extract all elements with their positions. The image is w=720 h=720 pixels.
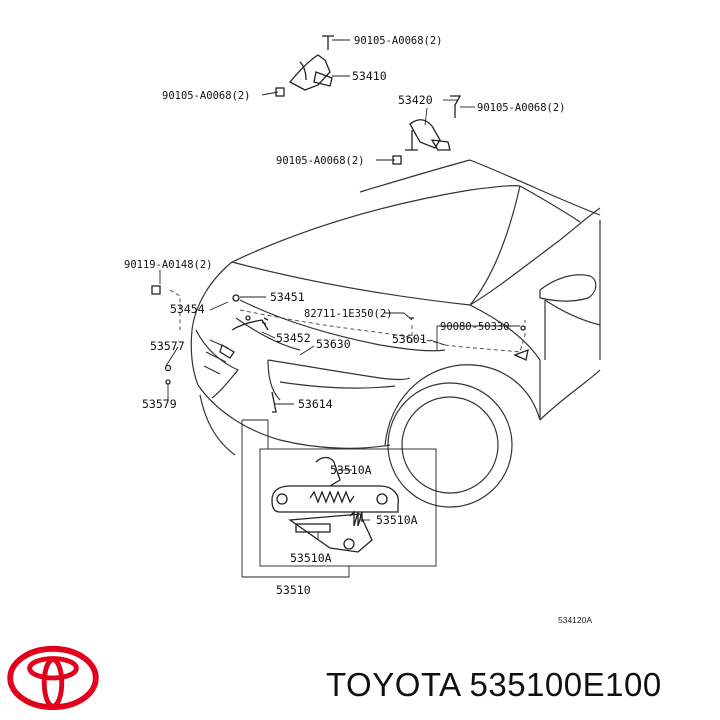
car-outline	[169, 159, 601, 508]
part-number: 535100E100	[469, 666, 662, 703]
reference-code: 534120A	[558, 615, 592, 625]
label-53510: 53510	[276, 583, 311, 597]
small-parts	[151, 285, 529, 413]
label-bolt-right: 90105-A0068(2)	[477, 102, 566, 114]
label-clip-90119: 90119-A0148(2)	[124, 259, 213, 271]
label-bolt-lower: 90105-A0068(2)	[276, 155, 365, 167]
brand-name: TOYOTA	[326, 666, 460, 703]
product-title: TOYOTA 535100E100	[326, 660, 716, 710]
label-bolt-left: 90105-A0068(2)	[162, 90, 251, 102]
label-53601: 53601	[392, 332, 427, 346]
hood-lock-53510-detail	[271, 456, 399, 553]
label-53510a-bottom: 53510A	[290, 551, 332, 565]
label-53410: 53410	[352, 69, 387, 83]
label-53420: 53420	[398, 93, 433, 107]
label-bolt-top: 90105-A0068(2)	[354, 35, 443, 47]
hood-hinge-53410	[275, 35, 334, 97]
label-82711: 82711-1E350(2)	[304, 308, 393, 320]
label-53577: 53577	[150, 339, 185, 353]
toyota-logo-icon	[7, 645, 99, 711]
label-53579: 53579	[142, 397, 177, 411]
label-53510a-top: 53510A	[330, 463, 372, 477]
label-53452: 53452	[276, 331, 311, 345]
leader-lines	[159, 39, 520, 578]
label-53451: 53451	[270, 290, 305, 304]
hood-hinge-53420	[392, 95, 462, 165]
label-53454: 53454	[170, 302, 205, 316]
label-53614: 53614	[298, 397, 333, 411]
label-90080: 90080-50330	[440, 321, 510, 333]
label-53630: 53630	[316, 337, 351, 351]
label-53510a-right: 53510A	[376, 513, 418, 527]
